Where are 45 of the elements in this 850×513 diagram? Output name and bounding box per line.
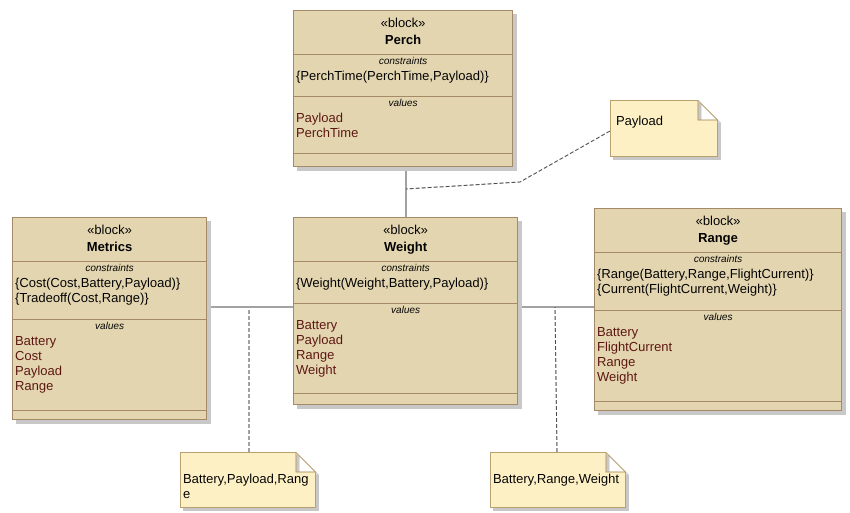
constraint-text: {Current(FlightCurrent,Weight)} <box>597 281 778 296</box>
block-name: Weight <box>382 238 428 255</box>
value-property: Range <box>296 347 336 362</box>
block-name: Perch <box>384 31 422 48</box>
stereotype-label: «block» <box>86 222 133 238</box>
value-property: FlightCurrent <box>597 339 674 354</box>
constraint-text: {PerchTime(PerchTime,Payload)} <box>296 68 490 83</box>
constraint-text: {Tradeoff(Cost,Range)} <box>15 290 150 305</box>
value-property: Battery <box>15 333 58 348</box>
note-text: Payload <box>616 113 664 128</box>
value-property: Payload <box>296 110 344 125</box>
constraint-text: {Cost(Cost,Battery,Payload)} <box>15 275 182 290</box>
compartment-heading: values <box>388 98 418 110</box>
anchor-line <box>554 306 558 452</box>
constraint-text: {Weight(Weight,Battery,Payload)} <box>296 275 490 290</box>
compartment-heading: constraints <box>84 263 135 275</box>
value-property: Weight <box>296 362 338 377</box>
anchor-line <box>406 130 610 190</box>
note-text: Battery,Payload,Range <box>183 471 310 501</box>
value-property: Weight <box>597 369 638 384</box>
value-property: Payload <box>296 332 344 347</box>
compartment-heading: values <box>390 305 421 317</box>
constraint-text: {Range(Battery,Range,FlightCurrent)} <box>597 266 815 281</box>
stereotype-label: «block» <box>380 15 426 31</box>
compartment-heading: values <box>94 321 125 333</box>
value-property: Battery <box>597 324 640 339</box>
anchor-line <box>248 308 250 452</box>
compartment-heading: constraints <box>378 56 428 68</box>
block-name: Range <box>697 229 739 246</box>
value-property: PerchTime <box>296 125 360 140</box>
compartment-heading: values <box>702 312 734 324</box>
value-property: Range <box>15 378 54 393</box>
stereotype-label: «block» <box>694 213 742 229</box>
note-shape <box>180 452 316 508</box>
value-property: Cost <box>15 348 43 363</box>
compartment-heading: constraints <box>692 254 744 266</box>
value-property: Range <box>597 354 636 369</box>
block-name: Metrics <box>86 238 134 255</box>
note-shape <box>490 452 626 508</box>
value-property: Battery <box>296 317 338 332</box>
note-shape <box>610 100 718 157</box>
note-text: Battery,Range,Weight <box>493 471 620 486</box>
value-property: Payload <box>15 363 63 378</box>
compartment-heading: constraints <box>380 263 431 275</box>
stereotype-label: «block» <box>382 222 429 238</box>
